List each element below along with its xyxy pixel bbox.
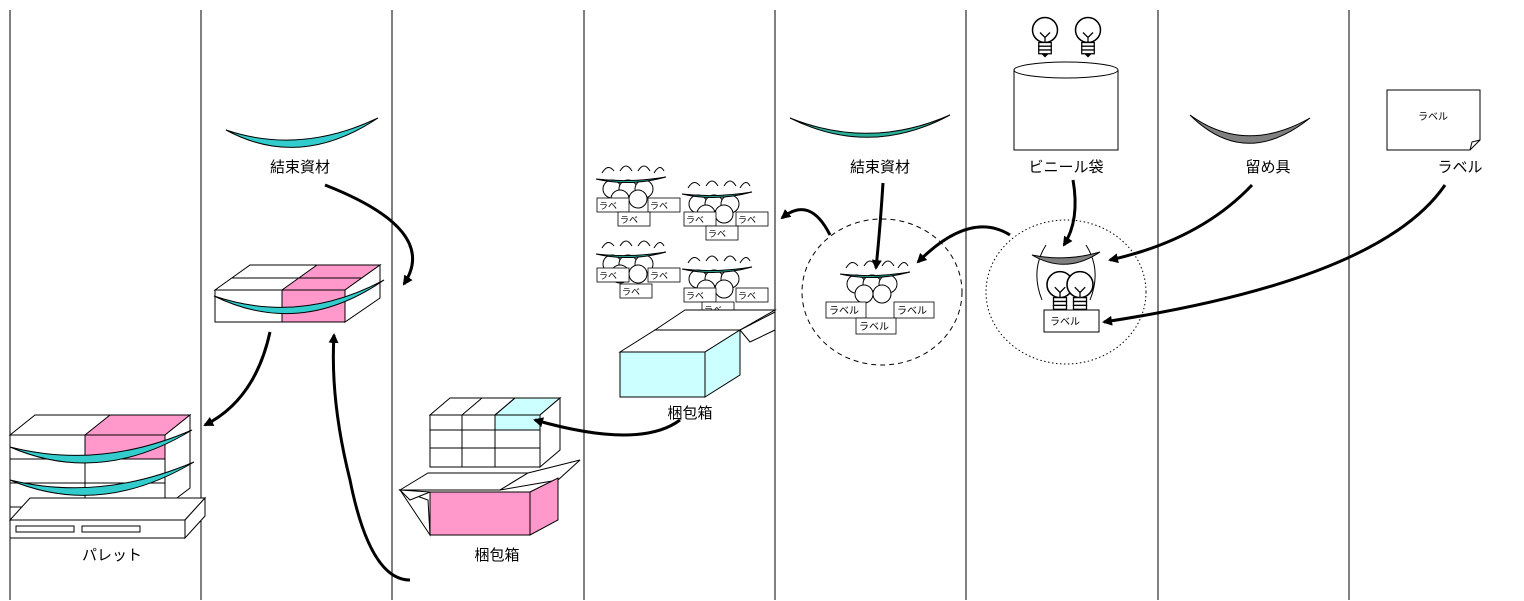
box-center-label: 梱包箱 (474, 546, 519, 564)
carton-box-open-icon (618, 309, 777, 398)
bulb-assembly-icon: ラベル (1031, 244, 1101, 333)
band-mid-label: 結束資材 (850, 158, 910, 176)
label-card-icon (1386, 89, 1481, 151)
banding-strap-icon (225, 117, 379, 148)
box-right-label: 梱包箱 (667, 404, 712, 422)
vinyl-bag-icon (1013, 16, 1119, 151)
pallet-icon (8, 496, 207, 540)
svg-text:ラベ: ラベ (686, 215, 704, 226)
vinyl-bag-label: ビニール袋 (1028, 158, 1103, 176)
column-dividers (9, 10, 1350, 600)
tag-text: ラベル (859, 321, 889, 333)
svg-text:ラベ: ラベ (738, 215, 756, 226)
banding-strap-icon (789, 114, 951, 138)
bundled-cartons (213, 264, 385, 323)
bundle-tag-texts: ラベ ラベ ラベ ラベ ラベ ラベ ラベ ラベ ラベ ラベ ラベ ラベ (599, 201, 756, 316)
flow-arrows (203, 179, 1447, 582)
svg-text:ラベ: ラベ (599, 271, 617, 282)
bundle-circle (801, 218, 963, 366)
fastener-icon (1189, 114, 1311, 144)
carton-box-icon (398, 396, 581, 537)
pallet-stack (8, 413, 195, 509)
svg-text:ラベ: ラベ (686, 291, 704, 302)
bundle-center-tags (825, 301, 935, 335)
label-item-label: ラベル (1437, 158, 1482, 176)
tag-text: ラベル (1050, 316, 1080, 328)
band-top-label: 結束資材 (270, 158, 330, 176)
fastener-label: 留め具 (1245, 158, 1290, 176)
svg-text:ラベ: ラベ (620, 215, 638, 226)
svg-text:ラベ: ラベ (650, 271, 668, 282)
assembly-circle (985, 219, 1147, 365)
svg-text:ラベ: ラベ (622, 287, 640, 298)
label-card-text: ラベル (1418, 111, 1448, 123)
pallet-label: パレット (82, 546, 142, 564)
tag-text: ラベル (897, 305, 927, 317)
svg-text:ラベ: ラベ (599, 201, 617, 212)
tag-text: ラベル (829, 305, 859, 317)
svg-text:ラベ: ラベ (738, 291, 756, 302)
svg-text:ラベ: ラベ (708, 229, 726, 240)
svg-text:ラベ: ラベ (650, 201, 668, 212)
